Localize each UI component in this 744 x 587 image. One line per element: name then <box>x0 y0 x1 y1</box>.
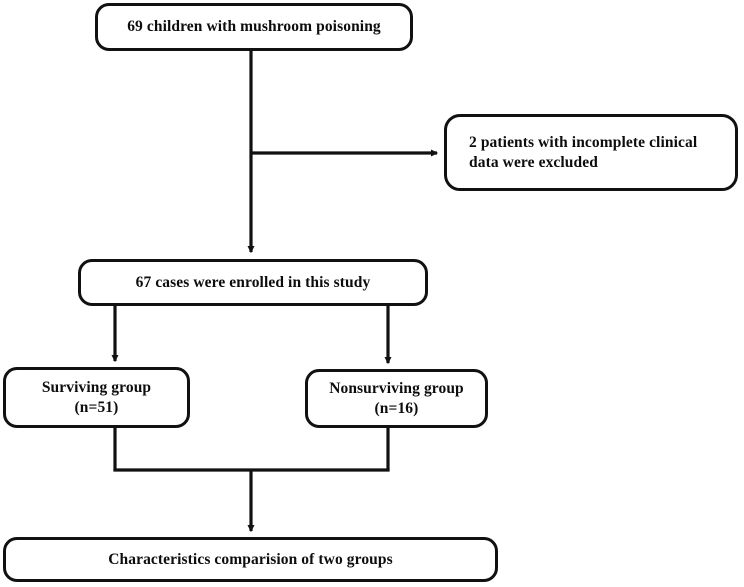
node-nonsurviving-group: Nonsurviving group (n=16) <box>305 369 488 428</box>
node-nonsurviving-group-count: (n=16) <box>374 399 419 417</box>
node-excluded-line1: 2 patients with incomplete clinical <box>469 133 698 151</box>
node-outcome-comparison-label: Characteristics comparision of two group… <box>108 550 393 568</box>
node-enrollment-total: 69 children with mushroom poisoning <box>95 3 413 51</box>
node-excluded-line2: data were excluded <box>469 153 598 171</box>
node-excluded-label: 2 patients with incomplete clinical data… <box>447 133 735 173</box>
edge-groups-to-comparison <box>113 428 390 533</box>
node-nonsurviving-group-label: Nonsurviving group (n=16) <box>319 379 474 419</box>
node-excluded: 2 patients with incomplete clinical data… <box>444 114 738 191</box>
node-enrolled-study-label: 67 cases were enrolled in this study <box>135 273 371 291</box>
node-enrollment-total-label: 69 children with mushroom poisoning <box>127 18 381 36</box>
node-surviving-group-line1: Surviving group <box>41 378 152 396</box>
node-surviving-group-count: (n=51) <box>74 398 119 416</box>
node-surviving-group: Surviving group (n=51) <box>3 367 190 428</box>
node-outcome-comparison: Characteristics comparision of two group… <box>3 537 498 582</box>
node-nonsurviving-group-line1: Nonsurviving group <box>329 379 464 397</box>
node-surviving-group-label: Surviving group (n=51) <box>32 378 161 418</box>
node-enrolled-study: 67 cases were enrolled in this study <box>78 259 428 306</box>
